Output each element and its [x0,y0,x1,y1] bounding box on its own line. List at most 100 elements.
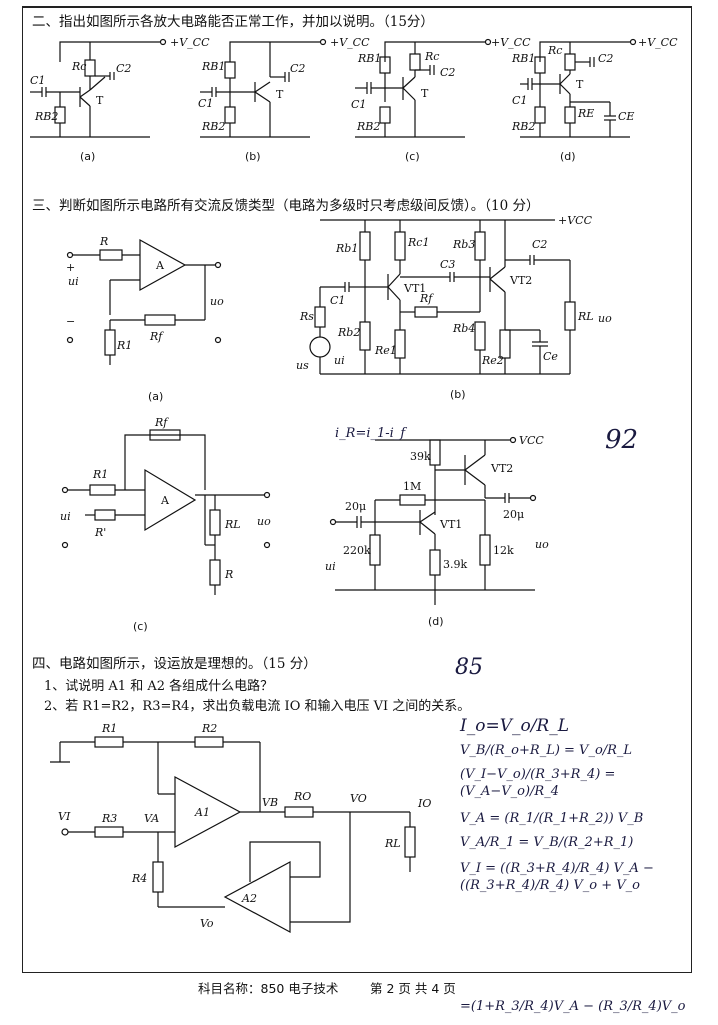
caption-a: (a) [80,150,95,163]
label: Rs [299,310,314,323]
label: Re1 [374,344,397,357]
label: T [421,87,429,100]
section2-circuits: +V_CC Rc C2 T C1 RB2 (a) +V_CC RB1 C2 T … [30,36,678,163]
label: T [276,88,284,101]
circuit-2c: +V_CC RB1 Rc C2 T C1 RB2 (c) [351,36,531,163]
vcc-label: +V_CC [638,36,678,49]
label: VT2 [490,462,513,475]
label: R1 [116,339,132,352]
section4-question1: 1、试说明 A1 和 A2 各组成什么电路？ [44,679,274,694]
label: Re2 [481,354,504,367]
label: A [160,494,170,507]
label: R3 [101,812,117,825]
label: uo [598,312,612,325]
label: VI [58,810,71,823]
label: A2 [241,892,257,905]
label: 220k [343,544,371,557]
label: C3 [440,258,455,271]
label: RB2 [511,120,535,133]
label: Rb1 [335,242,358,255]
label: Rc1 [407,236,429,249]
label: uo [535,538,549,551]
section2-title: 二、指出如图所示各放大电路能否正常工作，并加以说明。（15分） [32,14,434,30]
label: ui [60,510,71,523]
label: C1 [30,74,45,87]
label: ui [334,354,345,367]
minus-sign: − [66,315,75,328]
label: 20μ [503,508,524,521]
label: CE [618,110,634,123]
handwritten-eq3: (V_I−V_o)/(R_3+R_4) = (V_A−V_o)/R_4 [460,767,616,799]
handwritten-eq2: V_B/(R_o+R_L) = V_o/R_L [460,743,633,758]
label: Rc [424,50,439,63]
footer-page: 第 2 页 共 4 页 [370,981,456,996]
label: VT1 [439,518,462,531]
circuit-3c: Rf R1 A R' RL R ui uo (c) [60,416,271,633]
label: RB2 [201,120,225,133]
label: VO [350,792,367,805]
label: C1 [198,97,213,110]
label: Rc [71,60,86,73]
label: T [96,94,104,107]
handwritten-eq7: =(1+R_3/R_4)V_A − (R_3/R_4)V_o [460,999,686,1014]
label: RL [577,310,594,323]
circuit-3b: +VCC Rb1 Rc1 VT1 C3 Rb3 VT2 C2 C1 Rf Rs … [296,214,612,401]
label: C2 [290,62,305,75]
label: uo [210,295,224,308]
caption-3a: (a) [148,390,163,403]
label: Rc [547,44,562,57]
label: R [224,568,233,581]
label: +VCC [558,214,593,227]
caption-b: (b) [245,150,261,163]
label: C1 [512,94,527,107]
label: Rf [154,416,169,429]
caption-3d: (d) [428,615,444,628]
handwritten-eq4: V_A = (R_1/(R_1+R_2)) V_B [460,811,644,826]
handwritten-eq5: V_A/R_1 = V_B/(R_2+R_1) [460,835,634,850]
label: R [99,235,108,248]
label: C2 [598,52,613,65]
label: RB1 [357,52,381,65]
circuit-3a: R A Rf R1 ui uo + − (a) [66,235,224,403]
label: T [576,78,584,91]
label: RL [384,837,401,850]
circuit-2a: +V_CC Rc C2 T C1 RB2 (a) [30,36,210,163]
label: RO [293,790,311,803]
caption-3b: (b) [450,388,466,401]
vcc-label: +V_CC [330,36,370,49]
caption-c: (c) [405,150,420,163]
label: C2 [440,66,455,79]
footer-subject: 科目名称：850 电子技术 [198,981,339,996]
label: us [296,359,309,372]
label: RL [224,518,241,531]
label: C2 [532,238,547,251]
section4-question2: 2、若 R1=R2，R3=R4，求出负载电流 IO 和输入电压 VI 之间的关系… [44,699,471,714]
label: Ce [543,350,558,363]
circuit-4: R1 R2 A1 VB RO VO RL IO VI R3 VA R4 A2 V… [50,722,431,934]
label: RB1 [511,52,535,65]
handwritten-score-1: 92 [605,425,639,455]
label: Rb4 [452,322,475,335]
label: R1 [101,722,117,735]
vcc-label: +V_CC [170,36,210,49]
label: R4 [131,872,147,885]
label: RB2 [34,110,58,123]
label: IO [417,797,431,810]
handwritten-eq1: I_o=V_o/R_L [460,716,570,736]
circuit-2b: +V_CC RB1 C2 T C1 RB2 (b) [198,36,370,163]
caption-3c: (c) [133,620,148,633]
vcc-label: +V_CC [491,36,531,49]
handwritten-eq6: V_I = ((R_3+R_4)/R_4) V_A − ((R_3+R_4)/R… [460,861,654,893]
label: 12k [493,544,514,557]
label: R1 [92,468,108,481]
label: VT2 [509,274,532,287]
page-frame [22,6,692,973]
label: 39k [410,450,431,463]
label: C1 [351,98,366,111]
label: VA [144,812,159,825]
label: Rf [419,292,434,305]
label: ui [68,275,79,288]
label: RB2 [356,120,380,133]
label: A1 [194,806,210,819]
caption-d: (d) [560,150,576,163]
